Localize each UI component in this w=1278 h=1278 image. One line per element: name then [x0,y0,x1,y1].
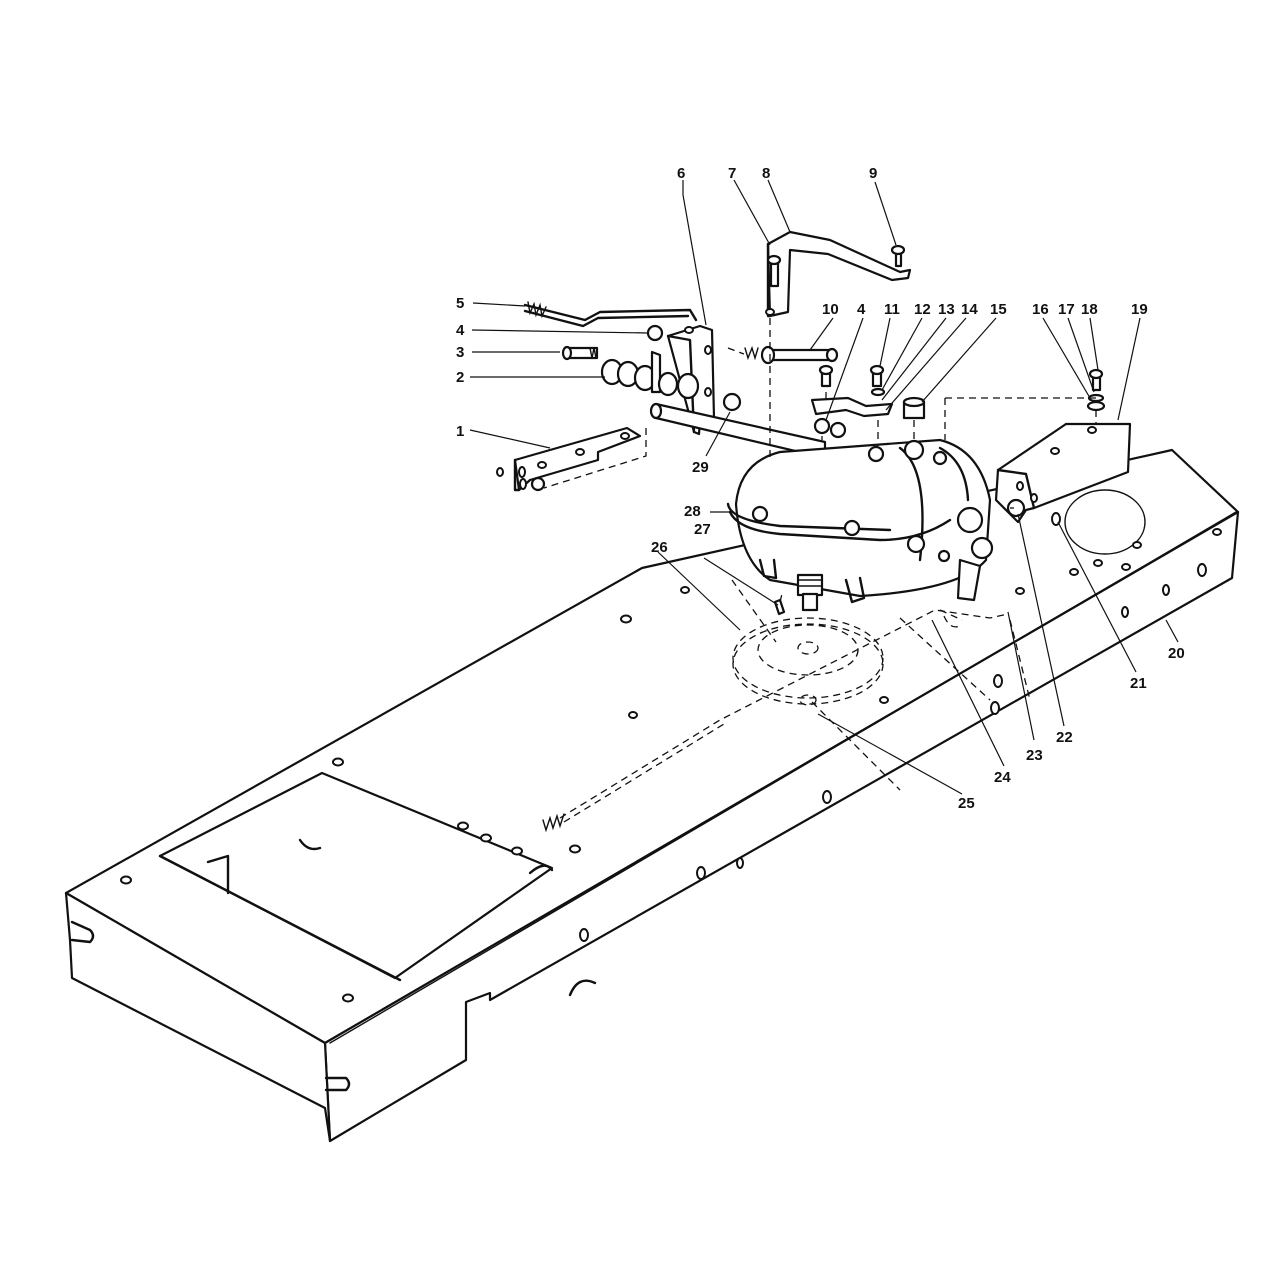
transaxle-housing [726,421,994,612]
callout-17: 17 [1058,301,1075,318]
shift-rod [523,301,698,328]
key-27 [773,598,786,616]
callout-28: 28 [684,503,701,520]
callout-5: 5 [456,295,464,312]
rod-10 [744,345,839,365]
callout-19: 19 [1131,301,1148,318]
callout-2: 2 [456,369,464,386]
bracket-19 [994,422,1132,524]
washer-22 [1006,498,1026,518]
bolt-and-spacers [561,345,700,400]
callout-29: 29 [692,459,709,476]
callout-16: 16 [1032,301,1049,318]
callout-14: 14 [961,301,978,318]
callout-1: 1 [456,423,464,440]
callout-4-left: 4 [456,322,465,339]
callout-4-right: 4 [857,301,866,318]
callout-21: 21 [1130,675,1147,692]
screw-9 [890,244,906,268]
callout-13: 13 [938,301,955,318]
shifter-plate [810,396,894,418]
callout-15: 15 [990,301,1007,318]
callout-25: 25 [958,795,975,812]
nut-left [646,324,664,342]
callout-24: 24 [994,769,1011,786]
linkage-rod-24 [542,609,1009,833]
nut-29 [722,392,742,412]
assembly-lines [543,318,1097,791]
callout-8: 8 [762,165,770,182]
callout-20: 20 [1168,645,1185,662]
callout-27: 27 [694,521,711,538]
frame-chassis [64,448,1240,1143]
callout-9: 9 [869,165,877,182]
callout-labels: 1 2 3 4 5 6 7 8 9 10 4 11 12 13 14 15 16… [456,165,1185,812]
callout-22: 22 [1056,729,1073,746]
callout-10: 10 [822,301,839,318]
callout-11: 11 [884,301,900,318]
leader-lines [469,179,1179,795]
breather-15 [902,396,926,420]
washer-bolt-stack [1086,368,1106,412]
callout-23: 23 [1026,747,1043,764]
nut-right [813,417,831,435]
top-bracket [765,230,912,318]
frame-holes [120,528,1222,1003]
callout-26: 26 [651,539,668,556]
callout-3: 3 [456,344,464,361]
lower-bracket [496,426,642,492]
callout-18: 18 [1081,301,1098,318]
callout-7: 7 [728,165,736,182]
callout-12: 12 [914,301,931,318]
bolt-7 [766,254,782,288]
callout-6: 6 [677,165,685,182]
